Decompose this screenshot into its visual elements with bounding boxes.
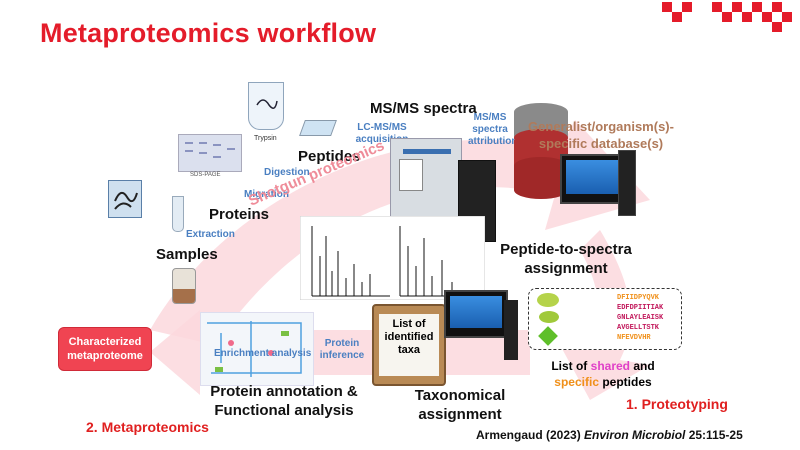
metaproteomics-label: 2. Metaproteomics [86, 419, 209, 435]
attribution-label: MS/MS spectra attribution [468, 112, 518, 147]
taxa-list-label: List of identified taxa [379, 314, 439, 376]
peptide-sequence: NFEVDVHR [617, 334, 651, 342]
computer-tower [618, 150, 636, 216]
tube-icon [172, 196, 184, 232]
citation-author: Armengaud (2023) [476, 428, 585, 442]
sds-page-gel [178, 134, 242, 172]
peptide-sequence: DFIIDPYQVK [617, 294, 660, 302]
caption-text: List of [551, 359, 591, 373]
caption-text: and [630, 359, 655, 373]
taxonomical-label: Taxonomical assignment [414, 387, 506, 423]
peptide-list-box: DFIIDPYQVK EDFDPIITIAK GNLAYLEAISK AVGEL… [528, 288, 682, 350]
characterized-label: Characterized metaproteome [67, 336, 143, 362]
peptide-sequence: GNLAYLEAISK [617, 314, 664, 322]
enrichment-label: Enrichment analysis [214, 348, 312, 359]
sds-page-label: SDS-PAGE [190, 172, 221, 178]
trypsin-tube-icon [248, 82, 284, 130]
annotation-label: Protein annotation & Functional analysis [210, 383, 358, 419]
proteins-label: Proteins [209, 206, 270, 223]
peptides-label: Peptides [298, 148, 361, 165]
page-title: Metaproteomics workflow [40, 18, 377, 48]
extraction-label: Extraction [186, 229, 235, 240]
citation-journal: Environ Microbiol [584, 428, 686, 442]
citation: Armengaud (2023) Environ Microbiol 25:11… [476, 428, 743, 442]
msms-spectra-label: MS/MS spectra [370, 100, 477, 117]
lcmsms-label: LC-MS/MS acquisition [355, 122, 409, 145]
computer-tower [504, 300, 518, 360]
characterized-box: Characterized metaproteome [58, 327, 152, 371]
database-cylinders [512, 100, 570, 200]
database-label: Generalist/organism(s)-specific database… [528, 119, 674, 151]
spectra-plot [300, 216, 485, 300]
migration-label: Migration [244, 189, 289, 200]
sample-image [108, 180, 142, 218]
trypsin-label: Trypsin [254, 135, 277, 142]
bacterium-icon [537, 293, 559, 307]
digestion-label: Digestion [264, 167, 310, 178]
computer-monitor [444, 290, 508, 338]
specific-word: specific [554, 375, 599, 389]
protein-inference-label: Protein inference [319, 338, 365, 361]
proteotyping-label: 1. Proteotyping [626, 396, 728, 412]
pathway-map [200, 312, 314, 386]
caption-text: peptides [599, 375, 652, 389]
assignment-label: Peptide-to-spectra assignment [500, 241, 632, 277]
clipboard-icon: List of identified taxa [372, 304, 446, 386]
logo-pattern [662, 2, 792, 32]
shared-word: shared [590, 359, 630, 373]
peptide-sequence: EDFDPIITIAK [617, 304, 664, 312]
peptide-caption: List of shared and specific peptides [540, 358, 666, 390]
virus-icon [538, 326, 558, 346]
samples-label: Samples [156, 246, 218, 263]
citation-ref: 25:115-25 [685, 428, 743, 442]
digested-sample-icon [299, 120, 337, 136]
peptide-sequence: AVGELLTSTK [617, 324, 660, 332]
sample-jar-icon [172, 268, 196, 304]
bacterium-icon [539, 311, 559, 323]
